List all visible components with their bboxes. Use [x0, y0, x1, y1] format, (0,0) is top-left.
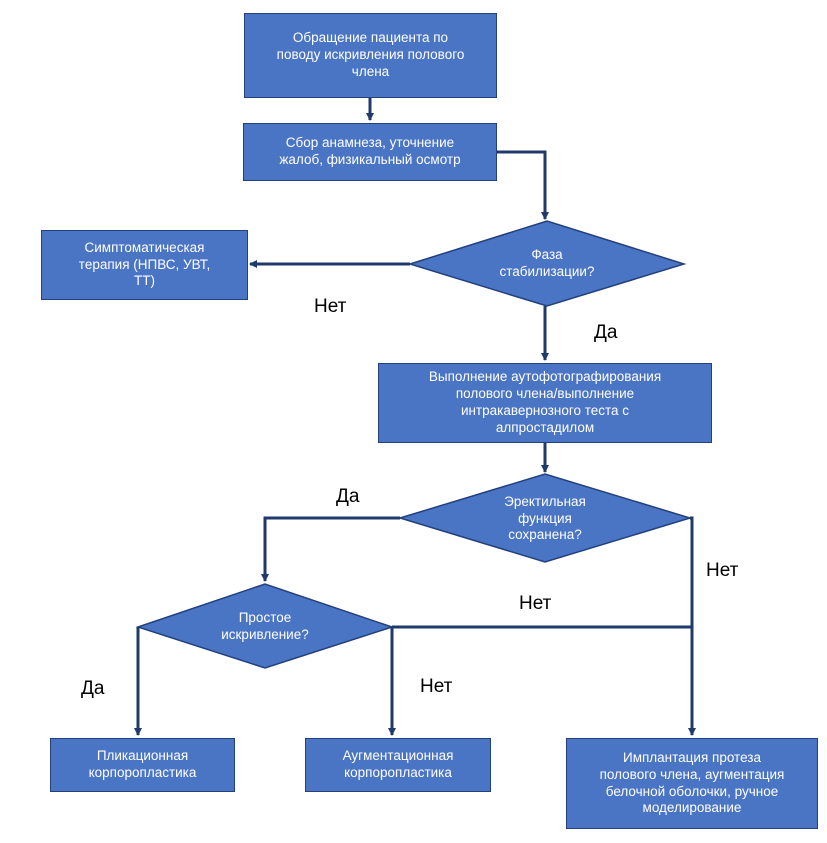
implant-node: Имплантация протеза полового члена, аугм…	[566, 738, 818, 829]
history-node-text: Сбор анамнеза, уточнение жалоб, физикаль…	[279, 135, 461, 167]
history-node: Сбор анамнеза, уточнение жалоб, физикаль…	[243, 123, 497, 181]
edge-label-simple-no: Нет	[420, 676, 453, 697]
erectile-decision-label: Эректильная функция сохранена?	[504, 493, 586, 543]
edge-label-erectile-yes: Да	[336, 486, 360, 507]
edge-label-erectile-no-right: Нет	[706, 560, 739, 581]
edge-label-phase-yes: Да	[594, 322, 618, 343]
start-node-text: Обращение пациента по поводу искривления…	[276, 30, 465, 79]
symptomatic-therapy-node: Симптоматическая терапия (НПВС, УВТ, ТТ)	[41, 230, 248, 300]
start-node: Обращение пациента по поводу искривления…	[244, 13, 497, 98]
edge-history-to-phase	[497, 150, 549, 220]
phase-decision-label: Фаза стабилизации?	[499, 247, 595, 279]
symptomatic-therapy-text: Симптоматическая терапия (НПВС, УВТ, ТТ)	[78, 239, 211, 289]
edge-label-erectile-no-mid: Нет	[519, 593, 552, 614]
edge-erectile-no	[688, 516, 696, 736]
edge-label-simple-yes: Да	[81, 678, 105, 699]
augmentation-node: Аугментационная корпоропластика	[305, 738, 491, 792]
photo-test-node: Выполнение аутофотографирования полового…	[378, 363, 712, 443]
plication-node: Пликационная корпоропластика	[50, 738, 235, 792]
plication-text: Пликационная корпоропластика	[88, 748, 197, 780]
simple-curvature-decision-label: Простое искривление?	[221, 610, 309, 642]
augmentation-text: Аугментационная корпоропластика	[342, 748, 454, 780]
edge-erectile-yes	[261, 516, 400, 582]
implant-text: Имплантация протеза полового члена, аугм…	[599, 749, 785, 816]
phase-decision-diamond	[407, 220, 687, 307]
photo-test-text: Выполнение аутофотографирования полового…	[428, 369, 662, 435]
edge-label-phase-no: Нет	[314, 296, 347, 317]
